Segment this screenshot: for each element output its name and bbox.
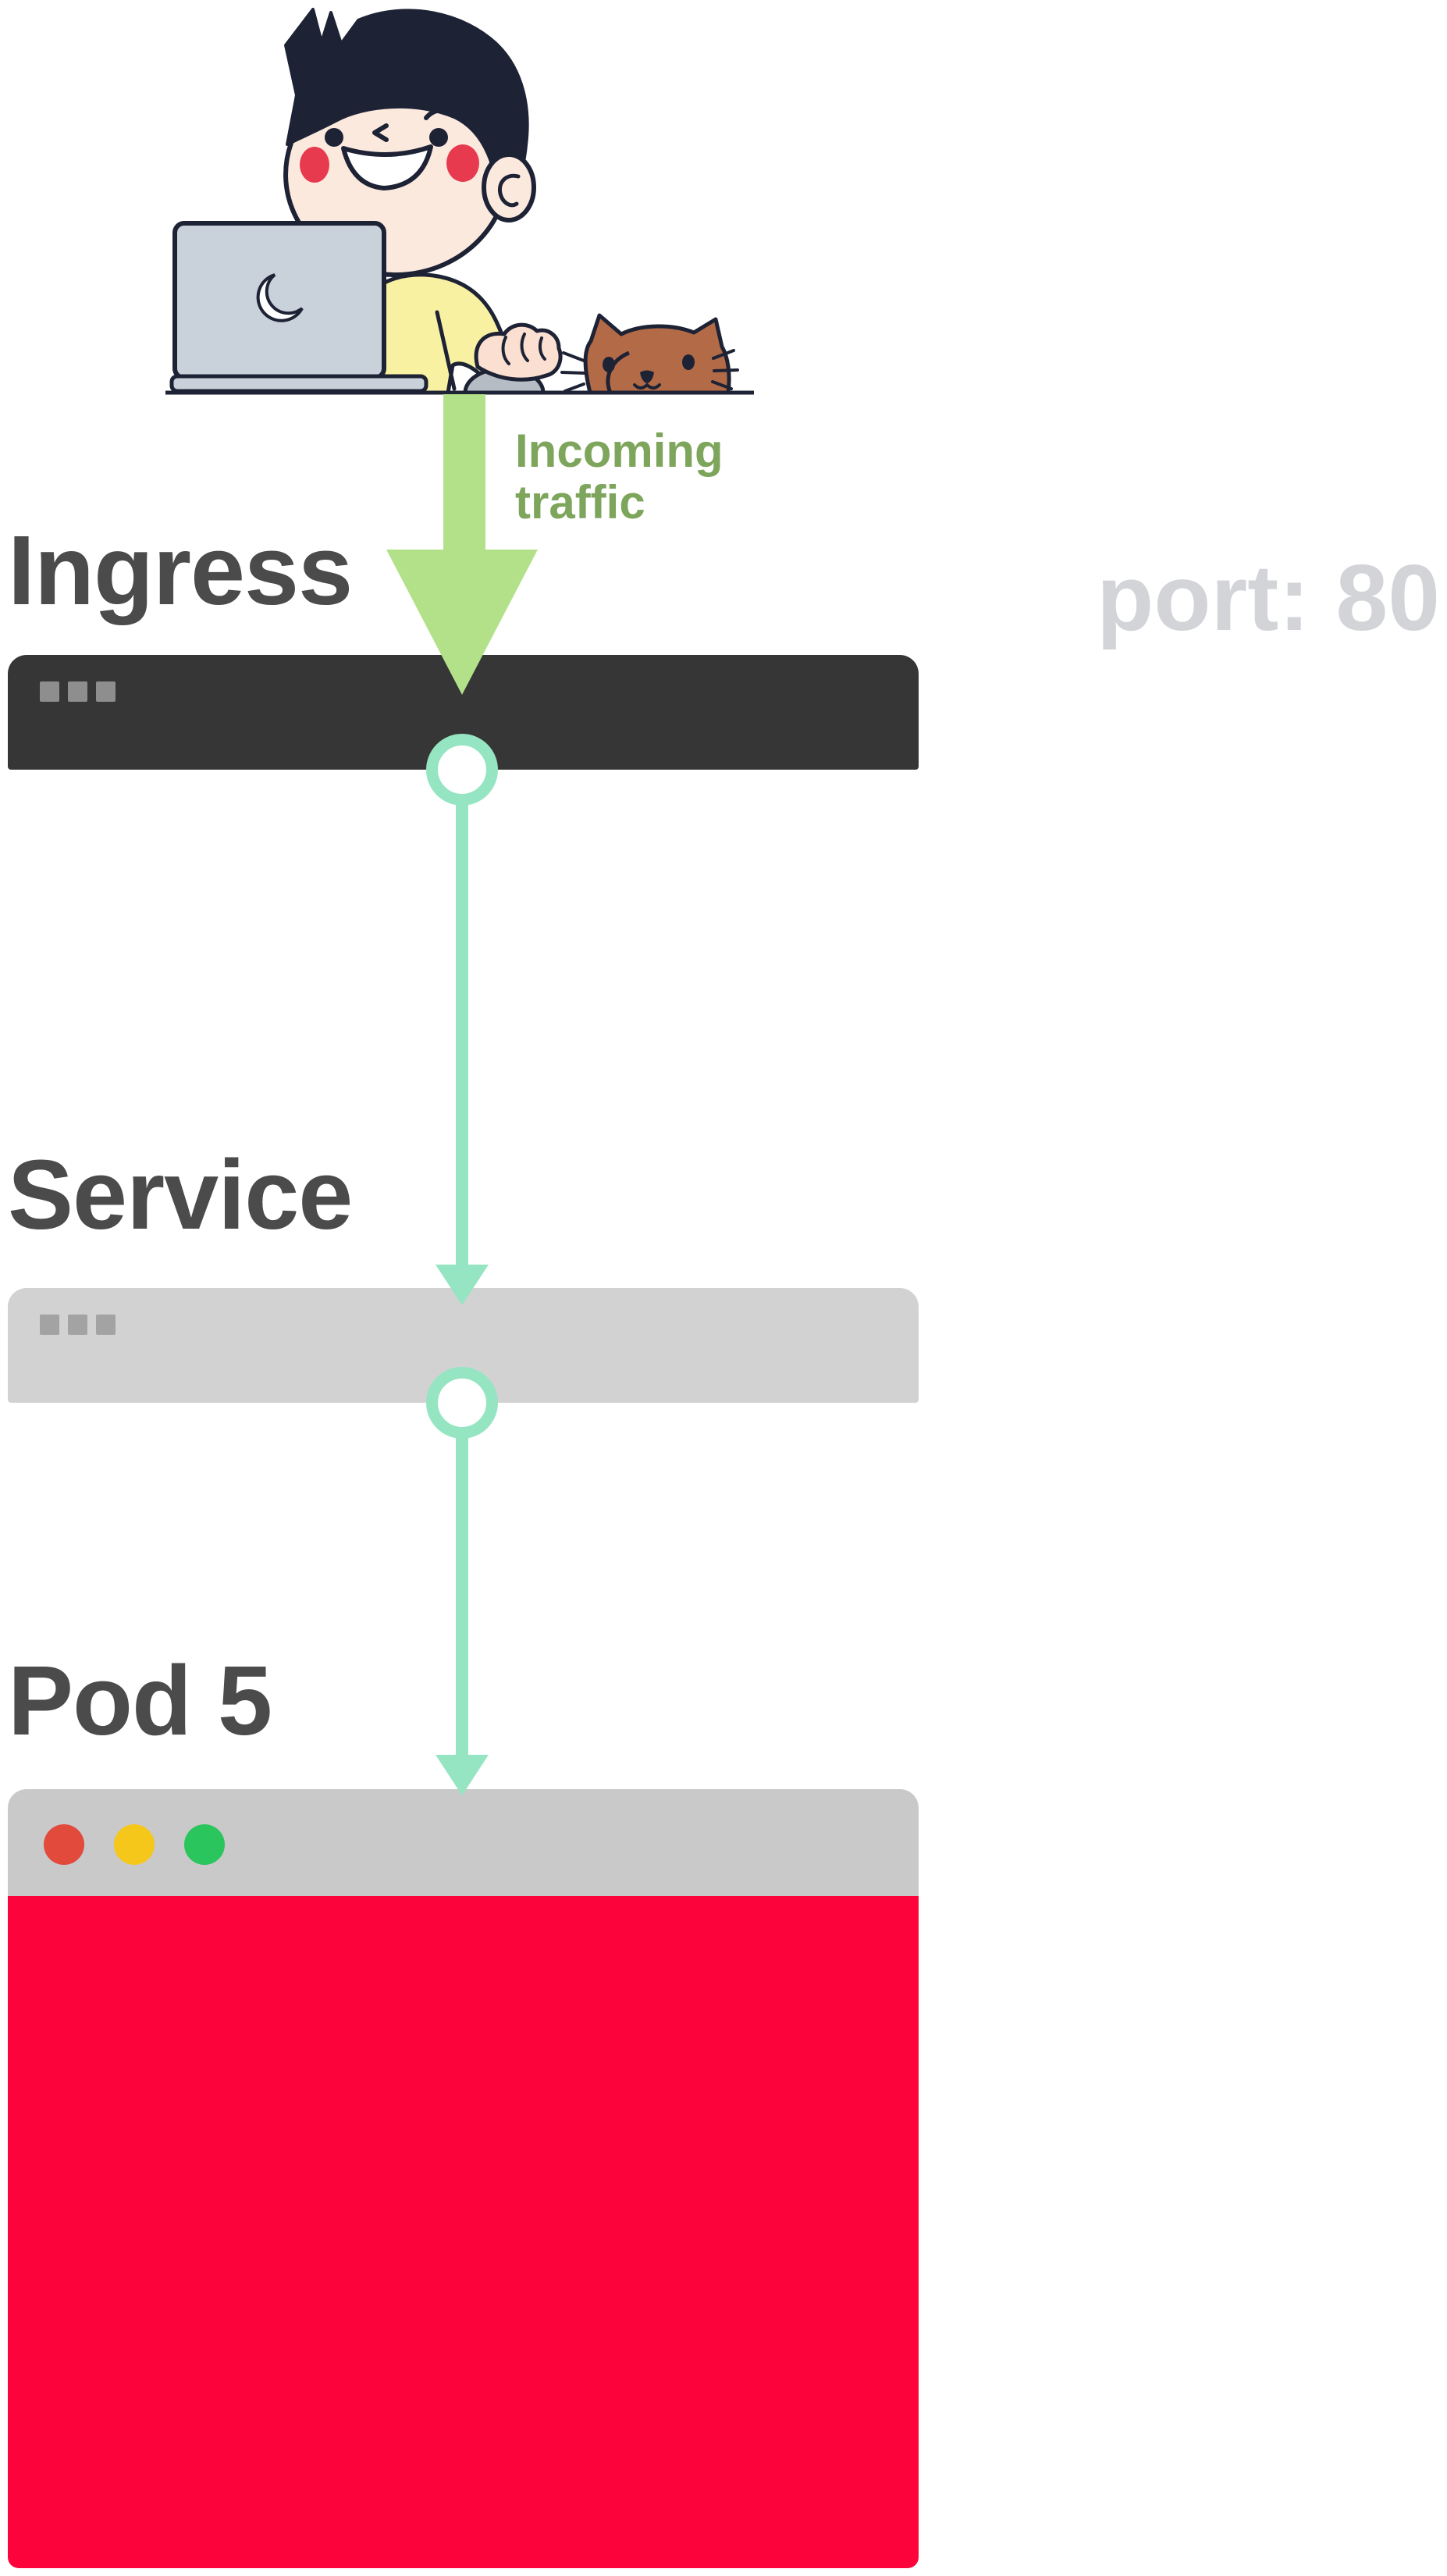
- service-label: Service: [8, 1140, 353, 1250]
- laptop-logo-icon: [256, 273, 304, 322]
- incoming-traffic-line1: Incoming: [515, 425, 724, 477]
- pod-window: [8, 1789, 919, 2568]
- connector-port-circle-icon: [426, 1367, 498, 1439]
- window-traffic-lights-icon: [44, 1824, 225, 1865]
- pod-window-content: [8, 1896, 919, 2568]
- connector-line: [456, 1437, 468, 1755]
- port-label: port: 80: [1096, 546, 1440, 650]
- ingress-label: Ingress: [8, 515, 353, 625]
- window-menu-dots-icon: [40, 1315, 116, 1335]
- incoming-traffic-line2: traffic: [515, 476, 645, 528]
- person-hand-icon: [474, 322, 563, 382]
- incoming-traffic-arrow-shaft: [443, 394, 485, 551]
- incoming-traffic-label: Incoming traffic: [515, 425, 724, 528]
- connector-line: [456, 804, 468, 1266]
- pod-window-titlebar: [8, 1789, 919, 1896]
- person-ear-icon: [482, 152, 536, 222]
- connector-arrowhead-icon: [436, 1265, 489, 1305]
- connector-arrowhead-icon: [436, 1755, 489, 1795]
- pod-label: Pod 5: [8, 1646, 272, 1756]
- window-close-icon: [44, 1824, 84, 1865]
- window-menu-dots-icon: [40, 681, 116, 702]
- person-illustration: [165, 8, 754, 395]
- cat-icon: [560, 313, 739, 395]
- connector-port-circle-icon: [426, 734, 498, 806]
- window-zoom-icon: [184, 1824, 225, 1865]
- laptop-icon: [169, 221, 428, 393]
- window-minimize-icon: [114, 1824, 155, 1865]
- incoming-traffic-arrow-icon: [386, 550, 538, 695]
- person-face-icon: [300, 108, 479, 190]
